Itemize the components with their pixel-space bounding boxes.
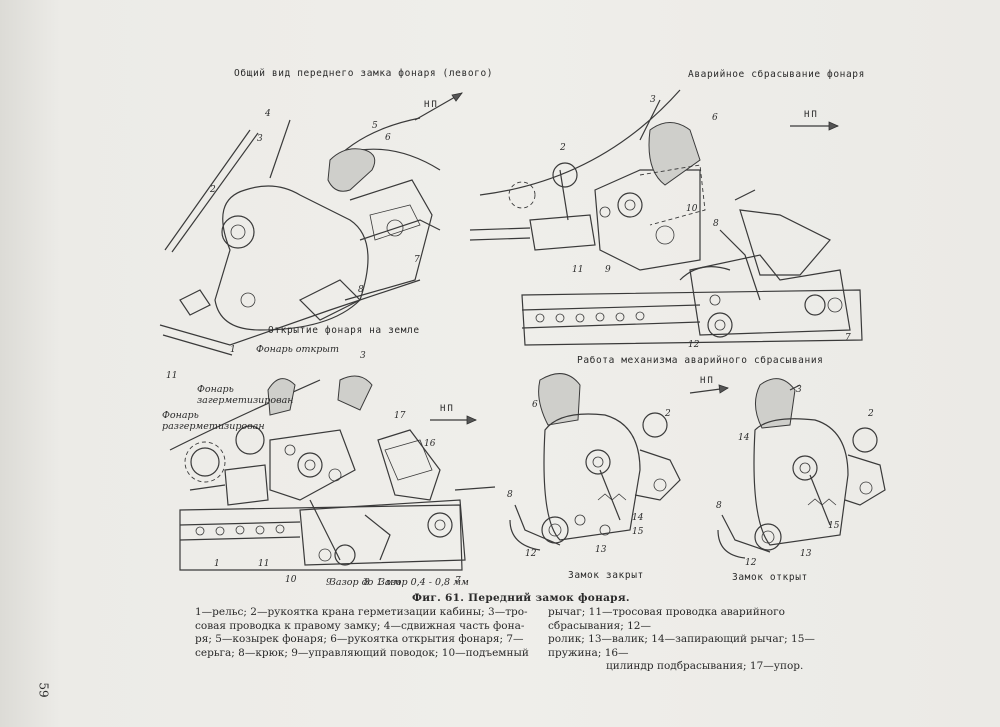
legend-line: рычаг; 11—тросовая проводка аварийного с…: [548, 606, 785, 632]
callout-number: 2: [209, 185, 216, 195]
legend-line: совая проводка к правому замку; 4—сдвижн…: [195, 619, 525, 632]
callout-number: 2: [867, 409, 874, 419]
callout-number: 8: [507, 490, 513, 500]
callout-number: 11: [572, 265, 583, 275]
page-number: 59: [36, 682, 51, 698]
legend-line: цилиндр подбрасывания; 17—упор.: [606, 660, 804, 672]
arrow-np-1: [414, 92, 463, 121]
title-emergency-jettison: Аварийное сбрасывание фонаря: [688, 69, 865, 80]
legend-line: ролик; 13—валик; 14—запирающий рычаг; 15…: [548, 633, 815, 659]
arrow-np-4: [689, 384, 729, 394]
callout-number: 17: [394, 411, 406, 421]
callout-number: 16: [424, 439, 436, 449]
callout-number: 11: [166, 371, 177, 381]
title-general-view: Общий вид переднего замка фонаря (левого…: [234, 68, 494, 79]
callout-number: 15: [632, 527, 644, 537]
callout-number: 3: [257, 134, 263, 144]
figure-legend-left: 1—рельс; 2—рукоятка крана герметизации к…: [195, 606, 530, 660]
title-open-on-ground: Открытие фонаря на земле: [268, 325, 420, 336]
callout-number: 1: [230, 345, 236, 355]
callout-number: 4: [264, 109, 271, 119]
callout-number: 12: [525, 549, 537, 559]
title-mechanism: Работа механизма аварийного сбрасывания: [577, 355, 824, 366]
np-label-4: НП: [700, 376, 715, 386]
label-lock-closed: Замок закрыт: [568, 570, 644, 581]
arrow-np-2: [790, 121, 839, 131]
callout-number: 13: [800, 549, 812, 559]
callout-number: 14: [738, 433, 750, 443]
np-label-1: НП: [424, 100, 439, 110]
label-lock-open: Замок открыт: [732, 572, 808, 583]
drawing-emergency-jettison: 3 2 6 10 11 9 8 12 7: [469, 89, 863, 350]
callout-number: 2: [559, 143, 566, 153]
legend-line: 1—рельс; 2—рукоятка крана герметизации к…: [195, 606, 528, 618]
callout-number: 9: [605, 265, 611, 275]
callout-number: 8: [716, 501, 722, 511]
drawing-lock-open: 3 2 14 8 12 13 15: [716, 378, 886, 568]
callout-number: 10: [686, 204, 698, 214]
legend-line: серьга; 8—крюк; 9—управляющий поводок; 1…: [195, 646, 529, 659]
callout-number: 8: [358, 285, 364, 295]
drawing-lock-closed: 6 2 8 12 13 14 15: [507, 373, 681, 559]
drawing-general-view: 4 3 2 5 6 7 8 1 11: [159, 109, 441, 381]
arrow-np-3: [430, 415, 477, 425]
label-canopy-open: Фонарь открыт: [256, 344, 340, 355]
callout-number: 15: [828, 521, 840, 531]
label-canopy-unsealed: Фонарь разгерметизирован: [162, 410, 265, 432]
callout-number: 7: [845, 333, 851, 343]
callout-number: 8: [364, 578, 370, 588]
callout-number: 1: [214, 559, 220, 569]
callout-number: 2: [664, 409, 671, 419]
label-gap-1: Зазор до 1 мм: [330, 577, 402, 588]
callout-number: 14: [632, 513, 644, 523]
callout-number: 8: [713, 219, 719, 229]
callout-number: 6: [385, 133, 391, 143]
callout-number: 12: [745, 558, 757, 568]
callout-number: 7: [414, 255, 420, 265]
label-canopy-sealed: Фонарь загерметизирован: [197, 384, 294, 406]
callout-number: 5: [372, 121, 378, 131]
callout-number: 3: [650, 95, 656, 105]
label-gap-2: Зазор 0,4 - 0,8 мм: [379, 577, 469, 588]
np-label-3: НП: [440, 404, 455, 414]
callout-number: 6: [532, 400, 538, 410]
figure-legend-right: рычаг; 11—тросовая проводка аварийного с…: [548, 606, 860, 674]
legend-line: ря; 5—козырек фонаря; 6—рукоятка открыти…: [195, 633, 524, 645]
callout-number: 6: [712, 113, 718, 123]
np-label-2: НП: [804, 110, 819, 120]
callout-number: 10: [285, 575, 297, 585]
callout-number: 13: [595, 545, 607, 555]
callout-number: 9: [326, 578, 332, 588]
callout-number: 7: [455, 576, 461, 586]
figure-caption-title: Фиг. 61. Передний замок фонаря.: [412, 592, 630, 604]
drawing-open-on-ground: 3 17 16 1 11 10 9 8 7: [169, 351, 496, 588]
callout-number: 3: [360, 351, 366, 361]
callout-number: 12: [688, 340, 700, 350]
callout-number: 3: [796, 385, 802, 395]
callout-number: 11: [258, 559, 269, 569]
